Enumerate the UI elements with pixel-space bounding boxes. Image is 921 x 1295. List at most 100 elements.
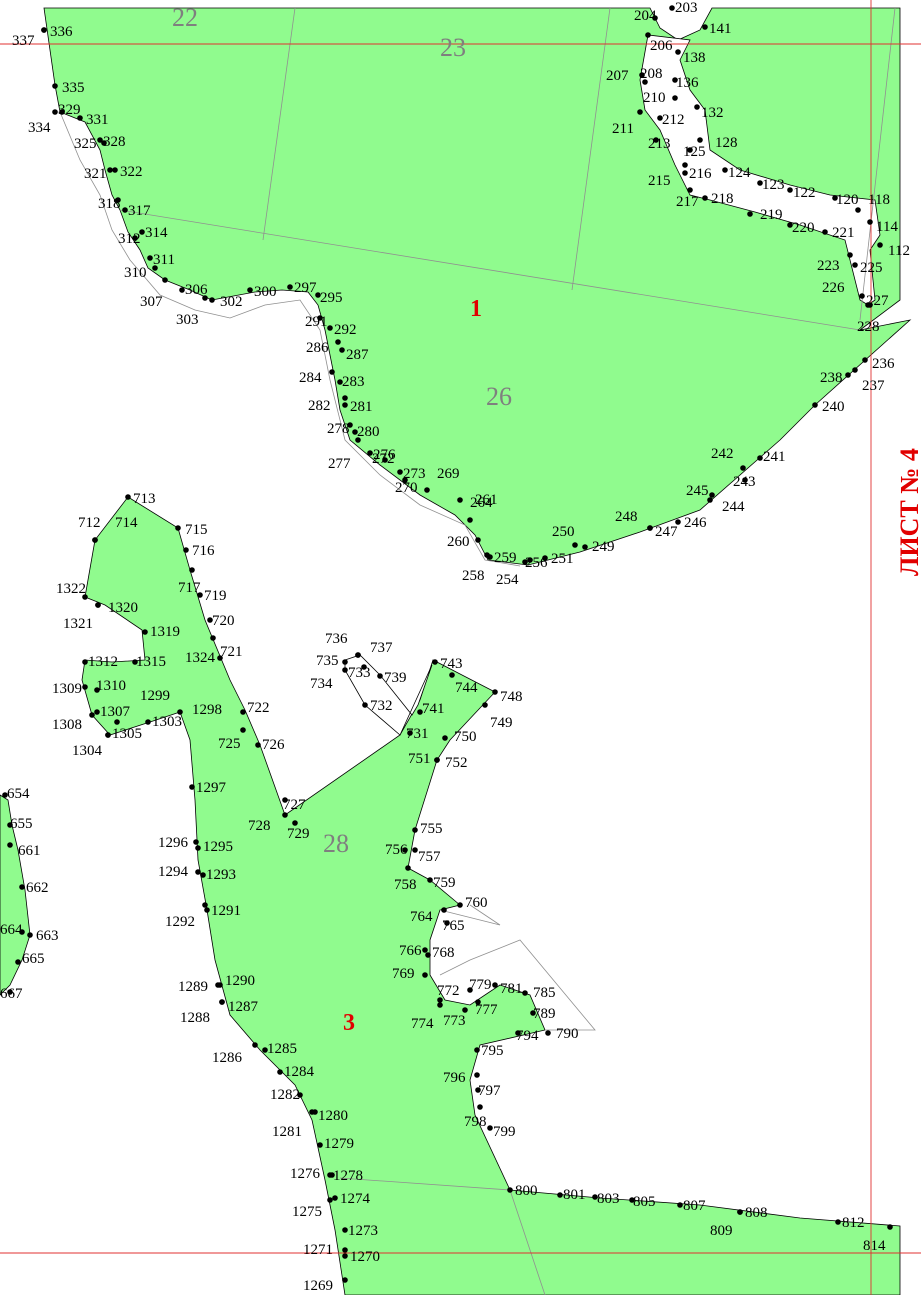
- vertex-dot: [27, 932, 33, 938]
- vertex-label: 284: [299, 370, 322, 386]
- vertex-dot: [107, 167, 113, 173]
- vertex-dot: [444, 920, 450, 926]
- vertex-dot: [89, 712, 95, 718]
- vertex-label: 1324: [185, 650, 216, 666]
- vertex-dot: [189, 784, 195, 790]
- vertex-dot: [327, 325, 333, 331]
- vertex-dot: [287, 284, 293, 290]
- vertex-label: 781: [500, 981, 523, 997]
- vertex-dot: [522, 990, 528, 996]
- vertex-dot: [835, 1219, 841, 1225]
- vertex-label: 329: [58, 102, 81, 118]
- vertex-dot: [82, 594, 88, 600]
- vertex-label: 204: [634, 8, 657, 24]
- vertex-label: 756: [385, 842, 408, 858]
- vertex-label: 334: [28, 120, 51, 136]
- vertex-dot: [449, 672, 455, 678]
- vertex-dot: [475, 537, 481, 543]
- vertex-dot: [317, 1142, 323, 1148]
- vertex-dot: [482, 702, 488, 708]
- vertex-label: 809: [710, 1223, 733, 1239]
- vertex-label: 300: [254, 284, 277, 300]
- vertex-dot: [342, 659, 348, 665]
- vertex-label: 744: [455, 680, 478, 696]
- vertex-label: 322: [120, 164, 143, 180]
- vertex-label: 1285: [267, 1041, 297, 1057]
- vertex-dot: [94, 709, 100, 715]
- vertex-dot: [177, 709, 183, 715]
- vertex-dot: [105, 732, 111, 738]
- vertex-dot: [162, 277, 168, 283]
- vertex-label: 250: [552, 524, 575, 540]
- vertex-dot: [747, 211, 753, 217]
- vertex-dot: [545, 1030, 551, 1036]
- vertex-label: 336: [50, 24, 73, 40]
- area-1-polygon: [43, 7, 912, 566]
- vertex-dot: [737, 1209, 743, 1215]
- vertex-dot: [442, 735, 448, 741]
- vertex-dot: [352, 429, 358, 435]
- vertex-dot: [175, 525, 181, 531]
- vertex-dot: [210, 635, 216, 641]
- vertex-label: 1310: [96, 678, 126, 694]
- vertex-label: 219: [760, 207, 783, 223]
- vertex-dot: [757, 455, 763, 461]
- vertex-label: 303: [176, 312, 199, 328]
- vertex-label: 243: [733, 474, 756, 490]
- vertex-dot: [672, 95, 678, 101]
- vertex-dot: [247, 287, 253, 293]
- vertex-dot: [653, 137, 659, 143]
- vertex-label: 755: [420, 821, 443, 837]
- vertex-dot: [327, 1197, 333, 1203]
- vertex-dot: [183, 547, 189, 553]
- vertex-dot: [145, 719, 151, 725]
- vertex-label: 206: [650, 38, 673, 54]
- vertex-dot: [382, 457, 388, 463]
- vertex-dot: [361, 664, 367, 670]
- vertex-dot: [887, 1224, 893, 1230]
- vertex-label: 1308: [52, 717, 82, 733]
- vertex-label: 752: [445, 755, 468, 771]
- vertex-dot: [787, 187, 793, 193]
- vertex-dot: [694, 104, 700, 110]
- area-1-hole: [639, 34, 881, 306]
- vertex-dot: [855, 207, 861, 213]
- vertex-label: 743: [440, 656, 463, 672]
- vertex-label: 1280: [318, 1108, 348, 1124]
- vertex-label: 667: [0, 986, 23, 1002]
- vertex-dot: [787, 222, 793, 228]
- vertex-dot: [742, 477, 748, 483]
- vertex-dot: [132, 235, 138, 241]
- vertex-label: 731: [406, 726, 429, 742]
- vertex-label: 328: [103, 134, 126, 150]
- vertex-dot: [19, 929, 25, 935]
- vertex-dot: [197, 592, 203, 598]
- vertex-dot: [122, 207, 128, 213]
- vertex-label: 240: [822, 399, 845, 415]
- vertex-label: 728: [248, 818, 271, 834]
- vertex-dot: [437, 1002, 443, 1008]
- vertex-dot: [859, 293, 865, 299]
- vertex-label: 1320: [108, 600, 138, 616]
- vertex-label: 112: [888, 243, 910, 259]
- vertex-label: 236: [872, 356, 895, 372]
- vertex-label: 726: [262, 737, 285, 753]
- vertex-dot: [402, 477, 408, 483]
- vertex-label: 773: [443, 1013, 466, 1029]
- vertex-label: 124: [728, 165, 751, 181]
- vertex-dot: [147, 255, 153, 261]
- vertex-dot: [722, 167, 728, 173]
- vertex-dot: [52, 83, 58, 89]
- vertex-label: 720: [212, 613, 235, 629]
- vertex-dot: [740, 465, 746, 471]
- vertex-label: 1299: [140, 688, 170, 704]
- vertex-label: 337: [12, 33, 35, 49]
- vertex-label: 1319: [150, 624, 180, 640]
- vertex-label: 1295: [203, 839, 233, 855]
- vertex-dot: [462, 1007, 468, 1013]
- parcel-label: 26: [486, 382, 512, 411]
- vertex-dot: [397, 469, 403, 475]
- vertex-dot: [527, 557, 533, 563]
- vertex-label: 264: [470, 495, 493, 511]
- vertex-dot: [687, 187, 693, 193]
